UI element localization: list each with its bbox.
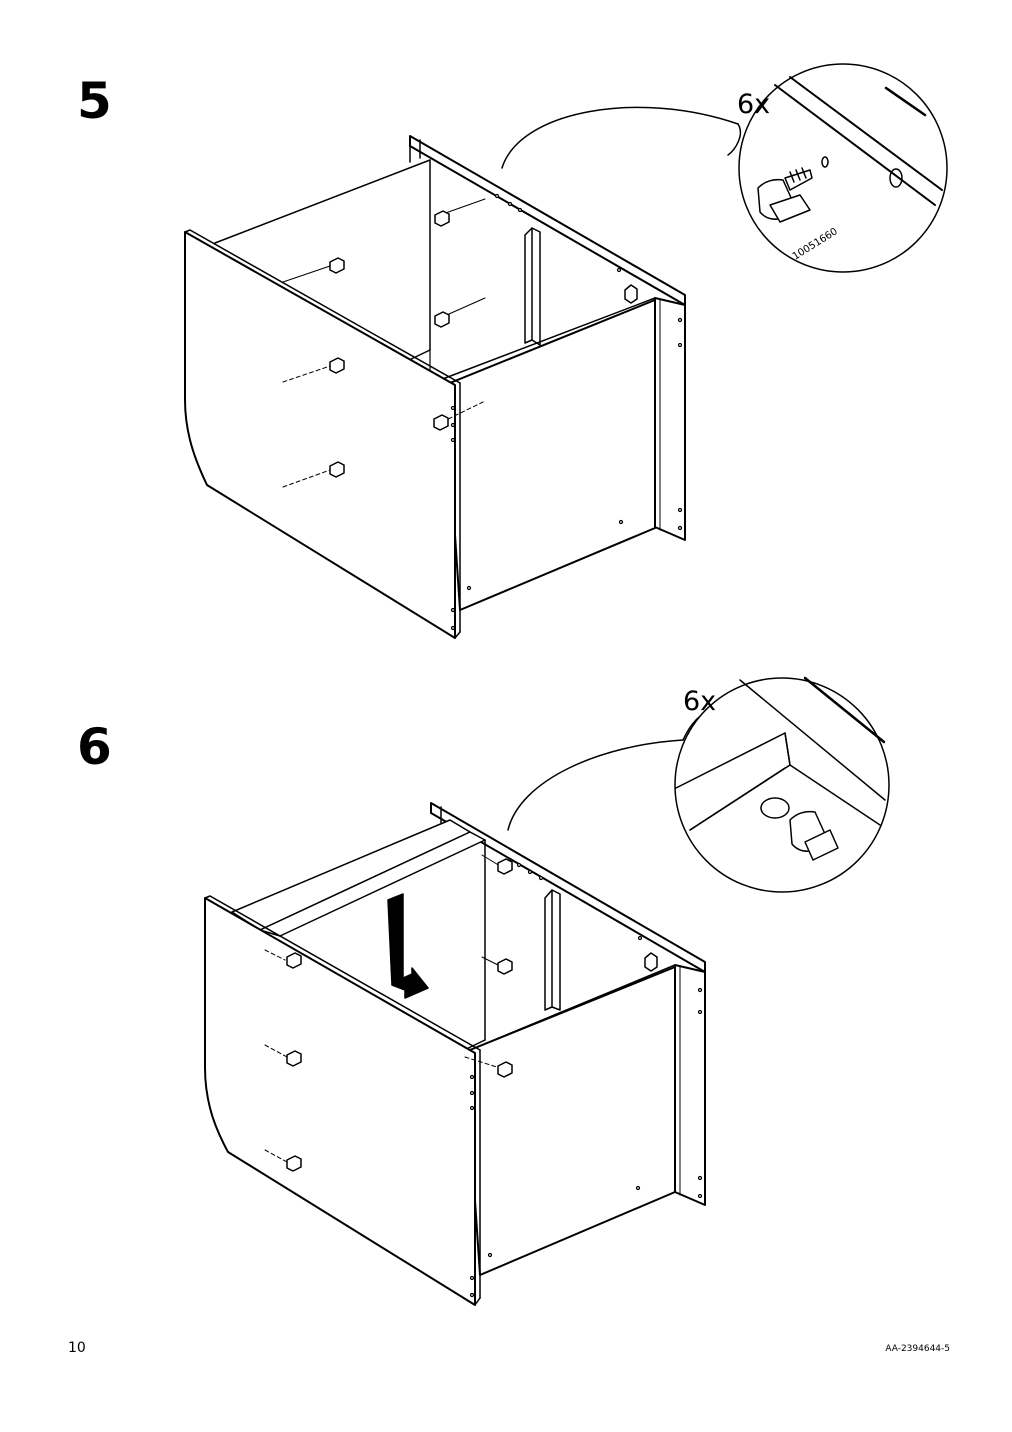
document-code: AA-2394644-5	[885, 1344, 950, 1354]
down-arrow-icon	[387, 893, 429, 999]
step-6-number: 6	[77, 718, 112, 776]
cam-dowel-icon	[757, 156, 829, 223]
cam-dowel-icon	[789, 810, 839, 861]
step-5-number: 5	[77, 72, 112, 130]
page-number: 10	[68, 1340, 86, 1356]
step-5-cabinet-illustration	[184, 135, 686, 639]
step-5-quantity: 6x	[737, 89, 770, 120]
step-6-detail-callout	[507, 676, 890, 893]
step-5-detail-callout	[501, 63, 948, 273]
cam-dowel-icon	[286, 858, 658, 1172]
step-6-quantity: 6x	[683, 686, 716, 717]
cam-dowel-icon	[329, 210, 638, 478]
step-6-cabinet-illustration	[204, 802, 706, 1306]
